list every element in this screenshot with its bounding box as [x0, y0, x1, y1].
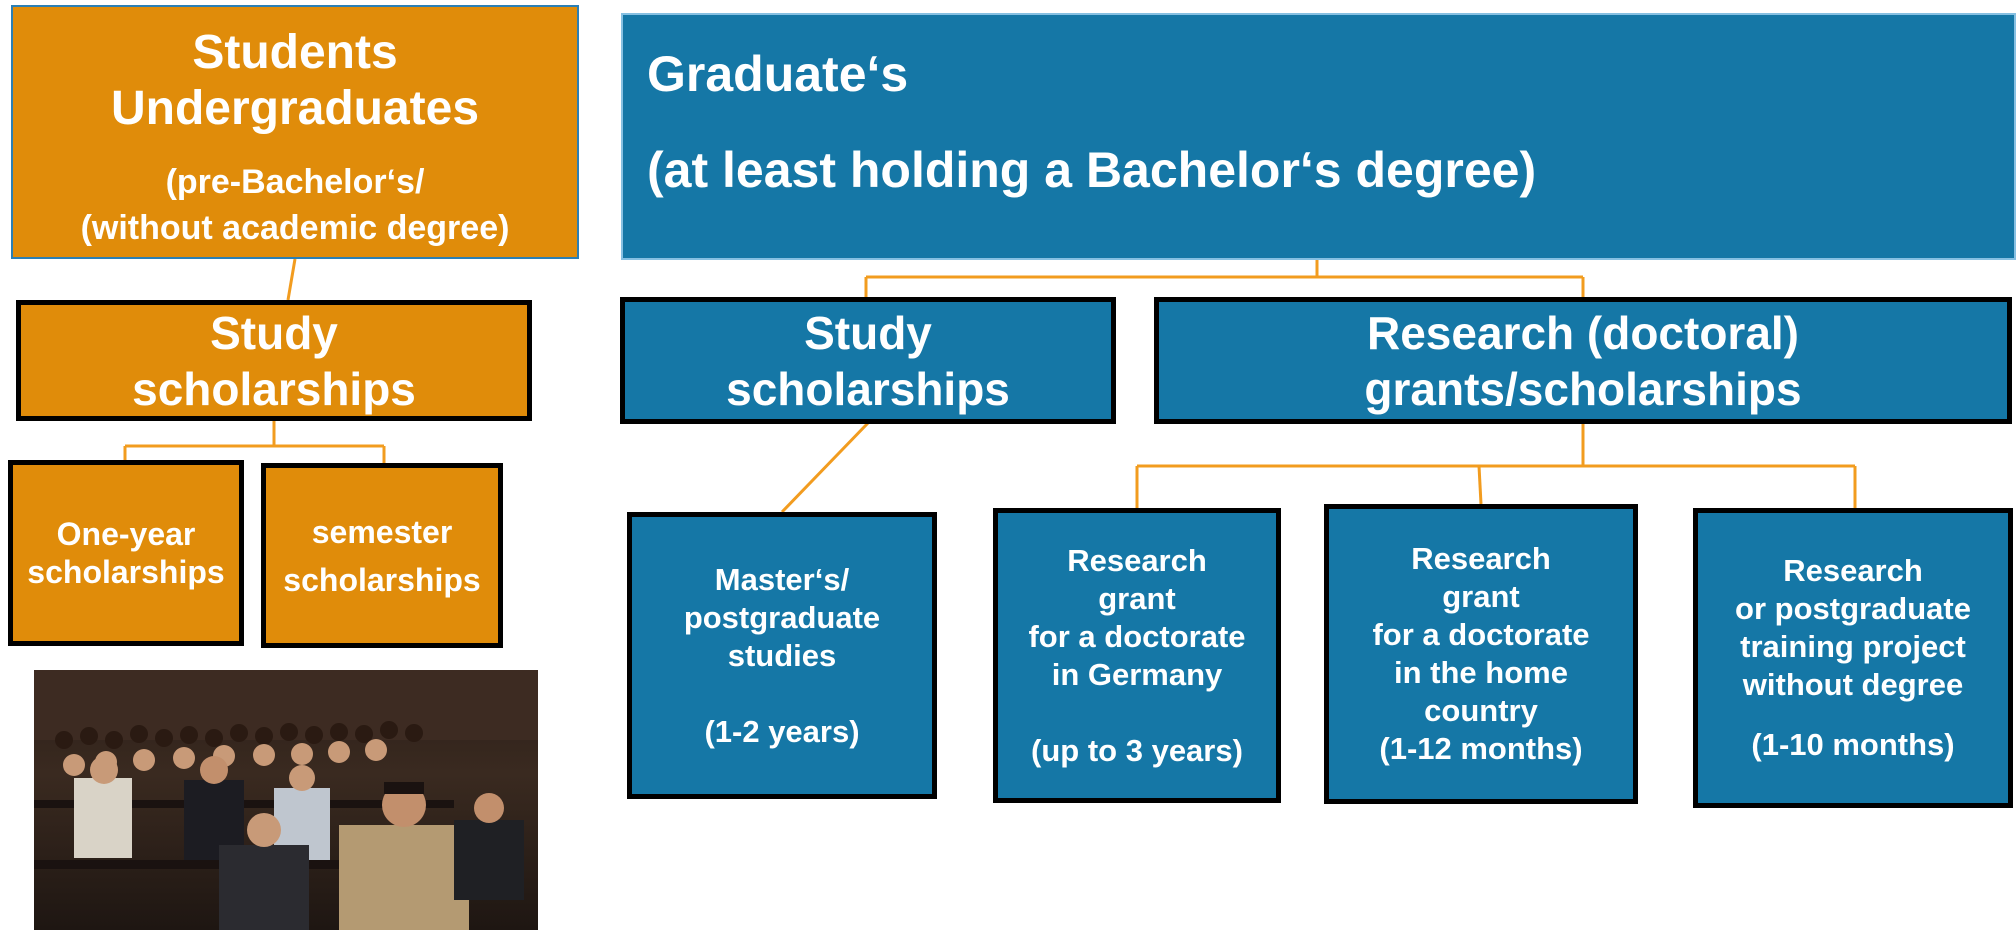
germany-line4: in Germany: [1051, 656, 1223, 692]
ug-semester-scholarships-box: semester scholarships: [261, 463, 503, 648]
training-line2: or postgraduate: [1735, 591, 1971, 626]
semester-line1: semester: [311, 513, 453, 550]
germany-line3: for a doctorate: [1028, 618, 1246, 654]
gr-study-line2: scholarships: [726, 362, 1010, 415]
home-duration: (1-12 months): [1379, 731, 1583, 766]
undergrad-header-box: Students Undergraduates (pre-Bachelor‘s/…: [11, 5, 579, 259]
germany-line2: grant: [1098, 580, 1176, 616]
gr-research-line2: grants/scholarships: [1364, 362, 1802, 415]
home-line5: country: [1424, 693, 1538, 728]
training-line1: Research: [1783, 553, 1923, 588]
germany-duration: (up to 3 years): [1031, 732, 1243, 768]
research-home-box: Research grant for a doctorate in the ho…: [1324, 504, 1638, 804]
connector-masters: [780, 421, 870, 514]
training-duration: (1-10 months): [1751, 727, 1955, 762]
ug-oneyear-scholarships-box: One-year scholarships: [8, 460, 244, 646]
graduate-subtitle: (at least holding a Bachelor‘s degree): [647, 142, 1537, 198]
oneyear-line1: One-year: [56, 516, 196, 552]
home-line2: grant: [1442, 579, 1520, 614]
masters-line3: studies: [727, 637, 837, 673]
gr-research-line1: Research (doctoral): [1366, 306, 1799, 359]
masters-line1: Master‘s/: [714, 561, 850, 597]
training-line3: training project: [1740, 629, 1966, 664]
undergrad-sub-line2: (without academic degree): [80, 209, 510, 247]
graduate-title: Graduate‘s: [647, 46, 909, 102]
masters-line2: postgraduate: [683, 599, 881, 635]
home-line1: Research: [1411, 541, 1551, 576]
masters-studies-box: Master‘s/ postgraduate studies (1-2 year…: [627, 512, 937, 799]
connector-undergrad-study: [286, 258, 297, 301]
connector-research-home: [1477, 465, 1483, 505]
undergrad-sub-line1: (pre-Bachelor‘s/: [165, 163, 425, 201]
gr-research-grants-box: Research (doctoral) grants/scholarships: [1154, 297, 2012, 424]
gr-study-scholarships-box: Study scholarships: [620, 297, 1116, 424]
home-line4: in the home: [1394, 655, 1568, 690]
gr-study-line1: Study: [804, 306, 932, 359]
oneyear-line2: scholarships: [27, 554, 225, 590]
lecture-hall-photo-icon: [34, 670, 538, 930]
research-germany-box: Research grant for a doctorate in German…: [993, 508, 1281, 803]
lecture-hall-photo: [34, 670, 538, 930]
semester-line2: scholarships: [283, 561, 481, 598]
ug-study-line1: Study: [210, 306, 338, 359]
ug-study-line2: scholarships: [132, 362, 416, 415]
training-line4: without degree: [1742, 667, 1964, 702]
home-line3: for a doctorate: [1372, 617, 1590, 652]
undergrad-title-line1: Students: [192, 26, 398, 79]
ug-study-scholarships-box: Study scholarships: [16, 300, 532, 421]
masters-duration: (1-2 years): [704, 713, 860, 749]
graduate-header-box: Graduate‘s (at least holding a Bachelor‘…: [621, 13, 2016, 260]
germany-line1: Research: [1067, 542, 1207, 578]
undergrad-title-line2: Undergraduates: [110, 82, 480, 135]
research-training-box: Research or postgraduate training projec…: [1693, 508, 2013, 808]
